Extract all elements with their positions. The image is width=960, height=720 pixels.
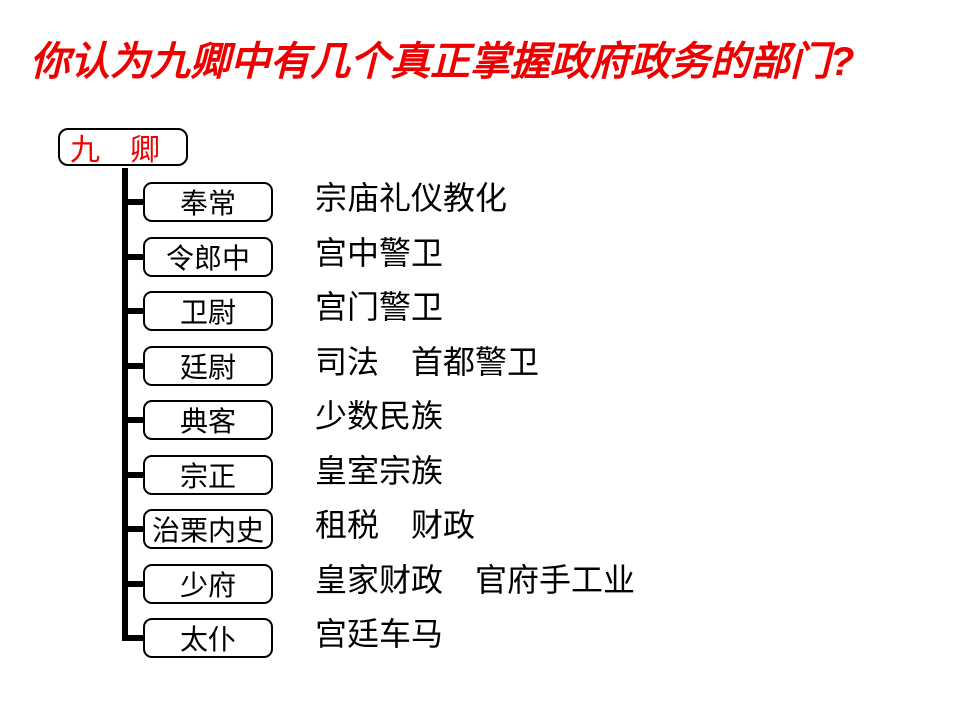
minister-row: 令郎中 宫中警卫 [122,230,635,285]
minister-box: 卫尉 [143,291,273,332]
minister-row: 廷尉 司法 首都警卫 [122,339,635,394]
minister-row: 太仆 宫廷车马 [122,611,635,666]
minister-box: 少府 [143,563,273,604]
minister-box-label: 治栗内史 [151,516,264,548]
minister-row: 宗正 皇室宗族 [122,448,635,503]
minister-box-label: 宗正 [179,461,236,493]
connector-tick [122,362,143,369]
connector-tick [122,580,143,587]
root-box-label: 九 卿 [70,134,160,167]
minister-duty-text: 宫门警卫 [315,289,444,326]
minister-box-label: 令郎中 [165,243,250,275]
minister-box: 治栗内史 [143,509,273,550]
minister-duty-text: 宫中警卫 [315,234,444,271]
minister-row: 奉常 宗庙礼仪教化 [122,175,635,230]
minister-box-label: 卫尉 [179,298,236,330]
minister-box: 令郎中 [143,236,273,277]
connector-tick [122,199,143,206]
connector-tick [122,308,143,315]
minister-row: 典客 少数民族 [122,393,635,448]
minister-rows: 奉常 宗庙礼仪教化 令郎中 宫中警卫 卫尉 宫门警卫 廷尉 司法 首都警卫 [122,175,635,666]
minister-box-label: 太仆 [179,625,236,657]
slide-title: 你认为九卿中有几个真正掌握政府政务的部门? [30,40,855,84]
minister-duty-text: 少数民族 [315,398,444,435]
connector-tick [122,635,143,642]
minister-duty-text: 宫廷车马 [315,616,444,653]
minister-duty-text: 司法 首都警卫 [315,343,540,380]
minister-duty-text: 皇家财政 官府手工业 [315,561,636,598]
minister-box: 奉常 [143,182,273,223]
minister-row: 卫尉 宫门警卫 [122,284,635,339]
minister-box-label: 奉常 [179,189,236,221]
connector-tick [122,253,143,260]
connector-tick [122,471,143,478]
minister-duty-text: 皇室宗族 [315,452,444,489]
minister-box: 宗正 [143,454,273,495]
connector-tick [122,417,143,424]
minister-duty-text: 租税 财政 [315,507,476,544]
minister-duty-text: 宗庙礼仪教化 [315,180,508,217]
minister-box: 廷尉 [143,345,273,386]
org-trunk-line [122,168,128,641]
nine-ministers-root-box: 九 卿 [58,128,188,167]
minister-row: 治栗内史 租税 财政 [122,502,635,557]
minister-box: 太仆 [143,618,273,659]
minister-box-label: 少府 [179,570,236,602]
minister-box: 典客 [143,400,273,441]
connector-tick [122,526,143,533]
minister-box-label: 廷尉 [179,352,236,384]
minister-box-label: 典客 [179,407,236,439]
minister-row: 少府 皇家财政 官府手工业 [122,557,635,612]
